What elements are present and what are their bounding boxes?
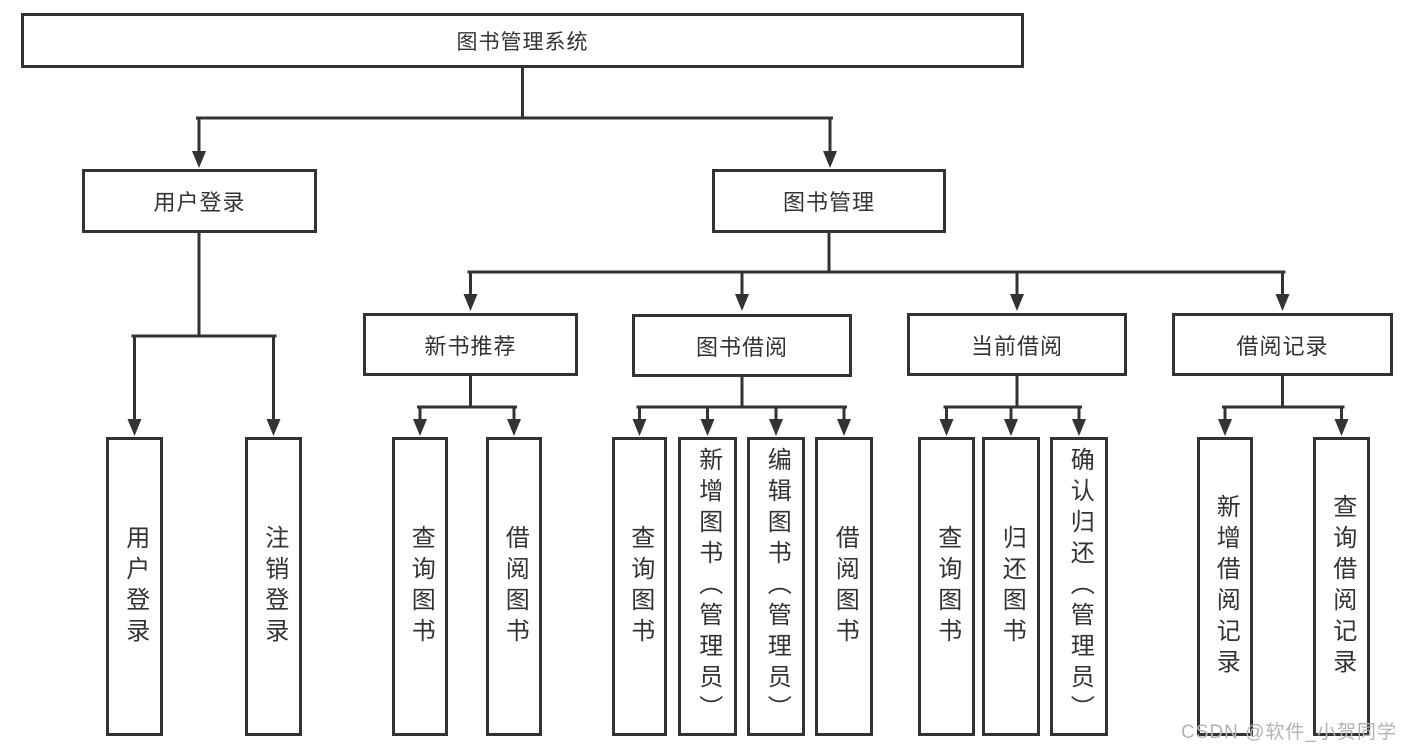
leaf-user-login: 用户登录 [106, 437, 163, 736]
arrow-icon [735, 294, 749, 311]
leaf-borrow-add-book-admin: 新增图书（管理员） [678, 437, 737, 736]
leaf-borrow-query-books-label: 查询图书 [626, 524, 654, 649]
arrow-icon [1010, 294, 1024, 311]
node-book-borrow: 图书借阅 [632, 314, 852, 377]
node-root: 图书管理系统 [21, 13, 1024, 68]
watermark: CSDN @软件_小贺同学 [1181, 722, 1397, 743]
leaf-current-return-books: 归还图书 [982, 437, 1040, 736]
arrow-icon [700, 419, 715, 436]
leaf-current-confirm-return-admin: 确认归还（管理员） [1050, 437, 1108, 736]
arrow-icon [127, 419, 142, 436]
node-current-borrow: 当前借阅 [907, 313, 1127, 376]
arrow-icon [1072, 419, 1086, 436]
arrow-icon [413, 419, 427, 436]
arrow-icon [939, 419, 954, 436]
node-book-borrow-label: 图书借阅 [695, 334, 788, 360]
arrow-icon [463, 294, 478, 311]
leaf-newbooks-borrow-books: 借阅图书 [486, 437, 542, 736]
node-borrow-records-label: 借阅记录 [1236, 333, 1329, 359]
leaf-newbooks-query-books-label: 查询图书 [407, 524, 435, 649]
leaf-borrow-borrow-books: 借阅图书 [815, 437, 873, 736]
leaf-records-query-record-label: 查询借阅记录 [1328, 493, 1356, 680]
arrow-icon [632, 419, 647, 436]
arrow-icon [1275, 294, 1290, 311]
arrow-icon [266, 419, 281, 436]
node-current-borrow-label: 当前借阅 [970, 333, 1063, 359]
node-new-book-recommend: 新书推荐 [363, 313, 578, 376]
leaf-records-add-record-label: 新增借阅记录 [1212, 493, 1240, 680]
leaf-borrow-edit-book-admin-label: 编辑图书（管理员） [763, 447, 791, 726]
leaf-current-confirm-return-admin-label: 确认归还（管理员） [1066, 447, 1094, 726]
leaf-records-query-record: 查询借阅记录 [1313, 437, 1370, 736]
arrow-icon [1004, 419, 1018, 436]
leaf-newbooks-borrow-books-label: 借阅图书 [501, 524, 529, 649]
leaf-records-add-record: 新增借阅记录 [1197, 437, 1253, 736]
leaf-newbooks-query-books: 查询图书 [392, 437, 448, 736]
node-root-label: 图书管理系统 [456, 30, 589, 54]
arrow-icon [823, 151, 837, 168]
arrow-icon [192, 151, 206, 168]
leaf-borrow-query-books: 查询图书 [612, 437, 667, 736]
leaf-borrow-borrow-books-label: 借阅图书 [831, 524, 859, 649]
leaf-user-login-label: 用户登录 [121, 524, 149, 649]
node-borrow-records: 借阅记录 [1172, 313, 1393, 376]
arrow-icon [1334, 419, 1349, 436]
node-new-book-recommend-label: 新书推荐 [424, 333, 517, 359]
leaf-logout-label: 注销登录 [260, 524, 288, 649]
node-user-login-label: 用户登录 [153, 190, 246, 215]
node-book-management-label: 图书管理 [782, 190, 875, 215]
node-book-management: 图书管理 [712, 169, 946, 233]
node-user-login: 用户登录 [82, 169, 317, 233]
leaf-logout: 注销登录 [245, 437, 302, 736]
arrow-icon [769, 419, 783, 436]
arrow-icon [507, 419, 521, 436]
leaf-borrow-add-book-admin-label: 新增图书（管理员） [694, 447, 722, 726]
leaf-current-query-books: 查询图书 [918, 437, 975, 736]
arrow-icon [837, 419, 851, 436]
leaf-current-return-books-label: 归还图书 [998, 524, 1026, 649]
leaf-current-query-books-label: 查询图书 [933, 524, 961, 649]
leaf-borrow-edit-book-admin: 编辑图书（管理员） [747, 437, 805, 736]
arrow-icon [1218, 419, 1232, 436]
